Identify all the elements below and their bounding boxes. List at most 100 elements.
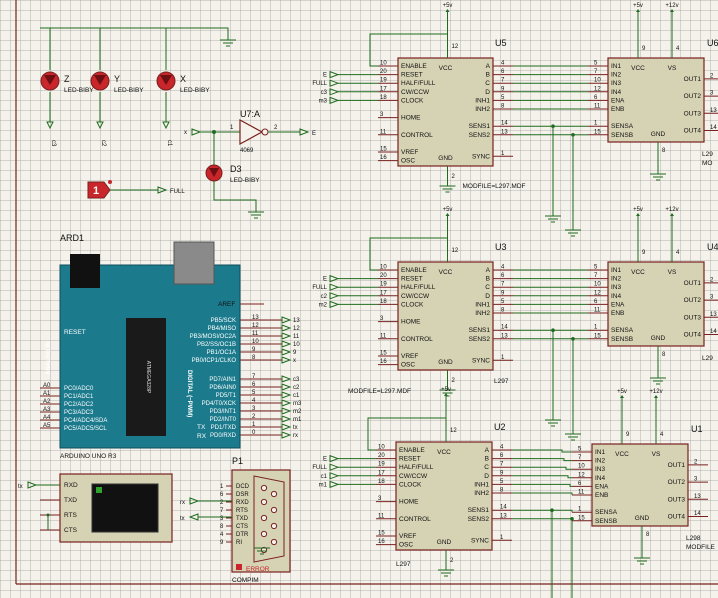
pin-number: 14	[500, 505, 507, 511]
pin-number: 1	[578, 507, 582, 513]
led-z[interactable]: Z LED-BIBY c3	[40, 71, 94, 147]
wire	[512, 475, 572, 479]
terminal-pin-label: RXD	[64, 482, 78, 489]
terminal-arrow	[329, 480, 340, 489]
led-x[interactable]: X LED-BIBY c1	[156, 71, 210, 147]
pin-label: IN2	[595, 458, 606, 465]
pin-label-vcc: VCC	[439, 65, 453, 72]
terminal-pin-label: TXD	[64, 497, 77, 504]
pin-label: INH2	[475, 106, 490, 113]
pin-number: 10	[380, 265, 387, 271]
power-terminal: +12v	[649, 389, 663, 406]
chip-model: L297	[396, 561, 411, 568]
pin-label: OUT2	[668, 479, 686, 486]
pin-number: 5	[594, 265, 598, 271]
logic-source[interactable]: 1 FULL	[87, 180, 185, 199]
db9-pin-number: 9	[220, 540, 224, 546]
pin-number: 6	[594, 299, 598, 305]
net-label: c3	[321, 90, 328, 96]
digital-port-label: PD0/RXD	[210, 433, 237, 439]
led-y[interactable]: Y LED-BIBY c2	[90, 71, 144, 147]
digital-pin-number: 5	[252, 390, 256, 396]
ground-symbol	[650, 173, 666, 181]
pin-number: 2	[452, 378, 456, 384]
wire	[552, 509, 573, 513]
digital-port-label: PD1/TXD	[211, 425, 237, 431]
pin-label: IN4	[595, 475, 606, 482]
pin-number: 13	[694, 494, 701, 500]
pin-label: D	[485, 293, 490, 300]
digital-port-label: PB2/SS/OC1B	[197, 342, 236, 348]
pin-label: SYNC	[472, 357, 490, 364]
digital-port-label: PB4/MISO	[208, 326, 237, 332]
net-label: E	[323, 277, 327, 283]
pin-number: 10	[594, 78, 601, 84]
pin-number: 10	[378, 445, 385, 451]
pin-number: 8	[646, 532, 650, 538]
chip-model: MO	[702, 160, 712, 167]
pin-label: IN1	[611, 267, 622, 274]
analog-pin-label: A2	[43, 399, 51, 405]
power-label: +12v	[665, 207, 678, 213]
db9-pin-number: 4	[220, 532, 224, 538]
pin-number: 18	[380, 299, 387, 305]
pin-label: IN1	[595, 449, 606, 456]
db9-pin-label: DSR	[236, 492, 249, 498]
inverter-u7[interactable]: x E U7:A 4069 1 2	[184, 109, 316, 165]
analog-port-label: PC1/ADC1	[64, 394, 94, 400]
arduino-uno[interactable]: ARD1 ATMEGA328P ANALOG IN DIGITAL (~PWM)…	[40, 233, 302, 460]
pin-label: SENSB	[595, 518, 617, 525]
digital-pin-number: 10	[252, 339, 259, 345]
ground-symbol	[634, 557, 650, 565]
pin-label: CLOCK	[401, 301, 424, 308]
net-label: E	[323, 457, 327, 463]
arduino-ref: ARD1	[60, 233, 84, 243]
pin-number: 1	[594, 325, 598, 331]
pin-label: CW/CCW	[399, 473, 428, 480]
digital-pin-number: 11	[252, 331, 259, 337]
power-terminal: +12v	[665, 3, 679, 20]
pin-number: 12	[450, 428, 457, 434]
pin-number: 20	[380, 69, 387, 75]
net-label: E	[312, 131, 316, 137]
pin-label: HALF/FULL	[401, 284, 436, 291]
pin-number: 15	[378, 531, 385, 537]
pin-number: 12	[594, 290, 601, 296]
pin-number: 3	[380, 316, 384, 322]
pin-number: 5	[501, 95, 505, 101]
pin-label-vcc: VCC	[437, 449, 451, 456]
pin-label: SENSB	[611, 132, 633, 139]
pin-label-vs: VS	[668, 65, 677, 72]
pin-number: 9	[626, 432, 630, 438]
power-terminal: +5v	[633, 207, 643, 224]
pin-number: 6	[578, 481, 582, 487]
reset-label: RESET	[64, 329, 86, 336]
pin-label: OUT1	[684, 76, 702, 83]
pin-number: 5	[500, 479, 504, 485]
pin-label-gnd: GND	[635, 515, 650, 522]
terminal-arrow	[329, 88, 340, 96]
pin-label: OUT1	[668, 462, 686, 469]
led-d3[interactable]: D3 LED-BIBY	[205, 164, 264, 219]
power-terminal: +5v	[617, 389, 627, 406]
pin-number: 12	[452, 248, 459, 254]
net-label: x	[184, 130, 187, 136]
pin-label: VREF	[401, 149, 418, 156]
pin-label: RESET	[401, 72, 423, 79]
net-label: m3	[293, 401, 302, 407]
pin-label: ENABLE	[399, 447, 425, 454]
pin-label: OUT2	[684, 297, 702, 304]
pin-label: D	[485, 89, 490, 96]
